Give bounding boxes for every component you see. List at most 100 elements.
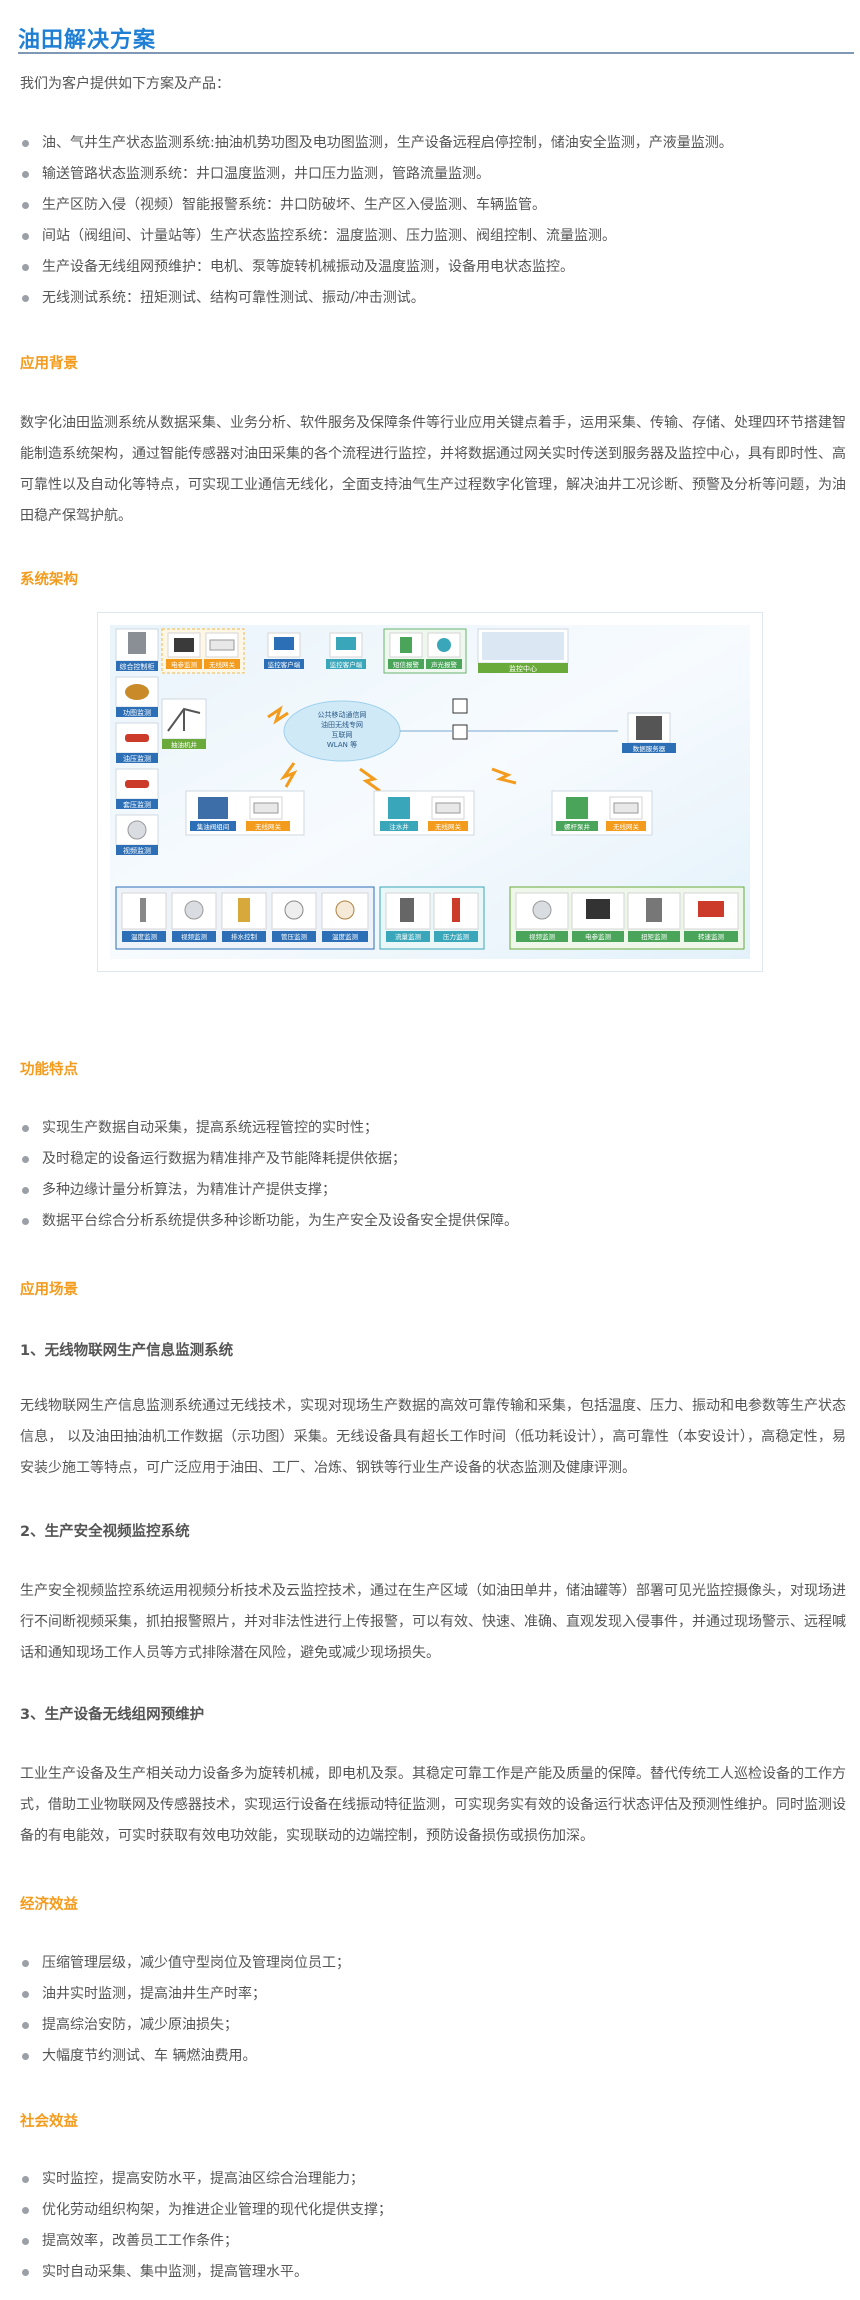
server-icon <box>636 716 662 740</box>
list-item: 生产设备无线组网预维护：电机、泵等旋转机械振动及温度监测，设备用电状态监控。 <box>20 252 733 283</box>
wireless-bolt-icon <box>279 762 298 788</box>
social-list: 实时监控，提高安防水平，提高油区综合治理能力； 优化劳动组织构架，为推进企业管理… <box>20 2164 392 2288</box>
power-meter-icon <box>174 638 194 652</box>
list-item: 提高综治安防，减少原油损失； <box>20 2010 350 2041</box>
scenario-paragraph: 无线物联网生产信息监测系统通过无线技术，实现对现场生产数据的高效可靠传输和采集，… <box>20 1398 846 1476</box>
list-item: 大幅度节约测试、车 辆燃油费用。 <box>20 2041 350 2072</box>
network-switches <box>400 698 618 740</box>
section-heading-features: 功能特点 <box>20 1062 78 1078</box>
bottom-label: 扭矩监测 <box>641 932 668 941</box>
camera-icon <box>532 900 552 920</box>
wireless-bolt-icon <box>267 705 289 725</box>
bottom-label: 流量监测 <box>395 932 422 941</box>
bottom-group-1: 温度监测 视频监测 排水控制 管压监测 温度监测 <box>115 886 375 950</box>
mid-label: 无线网关 <box>255 822 282 831</box>
left-devices: 综合控制柜 功图监测 油压监测 套压监测 视频监测 <box>115 628 159 855</box>
top-label: 电参监测 <box>171 660 198 669</box>
mid-label: 无线网关 <box>435 822 462 831</box>
section-heading-economic: 经济效益 <box>20 1897 78 1913</box>
architecture-diagram: 综合控制柜 功图监测 油压监测 套压监测 视频监测 <box>97 612 763 972</box>
page-title: 油田解决方案 <box>18 28 157 53</box>
pressure-sensor-icon <box>452 898 460 922</box>
list-item: 压缩管理层级，减少值守型岗位及管理岗位员工； <box>20 1948 350 1979</box>
gateway-icon <box>613 802 639 814</box>
pump-jack: 抽油机井 <box>161 698 289 749</box>
bottom-label: 管压监测 <box>281 932 308 941</box>
data-server: 数据服务器 <box>622 712 676 753</box>
top-label: 声光报警 <box>431 660 458 669</box>
gateway-icon <box>253 802 279 814</box>
top-label: 监控客户端 <box>268 660 301 669</box>
economic-list: 压缩管理层级，减少值守型岗位及管理岗位员工； 油井实时监测，提高油井生产时率； … <box>20 1948 350 2072</box>
section-heading-background: 应用背景 <box>20 356 78 372</box>
pump-label: 抽油机井 <box>171 740 198 749</box>
sms-alarm-icon <box>400 637 412 653</box>
scenario-title: 3、生产设备无线组网预维护 <box>20 1707 205 1723</box>
scenario-paragraph: 生产安全视频监控系统运用视频分析技术及云监控技术，通过在生产区域（如油田单井，储… <box>20 1583 846 1661</box>
dashboard-icon <box>482 632 564 660</box>
bottom-label: 视频监测 <box>529 932 556 941</box>
gateway-icon <box>435 802 461 814</box>
wireless-bolt-icon <box>491 767 517 785</box>
list-item: 提高效率，改善员工工作条件； <box>20 2226 392 2257</box>
intro-text: 我们为客户提供如下方案及产品： <box>20 76 230 92</box>
scenario-paragraph: 工业生产设备及生产相关动力设备多为旋转机械，即电机及泵。其稳定可靠工作是产能及质… <box>20 1766 846 1844</box>
features-list: 实现生产数据自动采集，提高系统远程管控的实时性； 及时稳定的设备运行数据为精准排… <box>20 1113 518 1237</box>
cloud-label: 公共移动通信网 <box>318 710 367 719</box>
screw-pump-icon <box>566 797 588 819</box>
temperature-probe-icon <box>335 900 355 920</box>
pump-jack-icon <box>167 707 201 732</box>
monitor-center-label: 监控中心 <box>509 664 537 673</box>
pressure-sensor-icon <box>125 780 149 788</box>
bottom-group-3: 视频监测 电参监测 扭矩监测 转速监测 <box>509 886 745 950</box>
list-item: 多种边缘计量分析算法，为精准计产提供支撑； <box>20 1175 518 1206</box>
pressure-sensor-icon <box>125 734 149 742</box>
list-item: 优化劳动组织构架，为推进企业管理的现代化提供支撑； <box>20 2195 392 2226</box>
bottom-label: 电参监测 <box>585 932 612 941</box>
list-item: 实时自动采集、集中监测，提高管理水平。 <box>20 2257 392 2288</box>
bottom-label: 温度监测 <box>332 932 359 941</box>
dynamometer-icon <box>125 684 149 700</box>
control-cabinet-icon <box>128 632 146 654</box>
monitor-icon <box>274 637 294 650</box>
monitor-icon <box>336 637 356 650</box>
list-item: 油井实时监测，提高油井生产时率； <box>20 1979 350 2010</box>
pressure-gauge-icon <box>284 900 304 920</box>
network-cloud: 公共移动通信网 油田无线专网 互联网 WLAN 等 <box>283 700 401 762</box>
injection-well-icon <box>388 797 410 819</box>
list-item: 数据平台综合分析系统提供多种诊断功能，为生产安全及设备安全提供保障。 <box>20 1206 518 1237</box>
scenario-title: 2、生产安全视频监控系统 <box>20 1524 190 1540</box>
list-item: 生产区防入侵（视频）智能报警系统：井口防破坏、生产区入侵监测、车辆监管。 <box>20 190 733 221</box>
background-paragraph: 数字化油田监测系统从数据采集、业务分析、软件服务及保障条件等行业应用关键点着手，… <box>20 415 846 524</box>
left-label: 视频监测 <box>123 846 151 855</box>
top-group-clients: 监控客户端 监控客户端 <box>264 632 366 669</box>
list-item: 间站（阀组间、计量站等）生产状态监控系统：温度监测、压力监测、阀组控制、流量监测… <box>20 221 733 252</box>
siren-icon <box>437 638 451 652</box>
power-meter-icon <box>586 899 610 919</box>
top-group-gateway: 电参监测 无线网关 <box>161 628 245 674</box>
bottom-label: 排水控制 <box>231 932 258 941</box>
mid-group-1: 集油阀组间 无线网关 <box>185 790 305 836</box>
tank-icon <box>198 797 228 819</box>
left-label: 套压监测 <box>123 800 151 809</box>
cloud-label: 油田无线专网 <box>321 720 363 729</box>
temperature-sensor-icon <box>140 898 146 922</box>
top-label: 监控客户端 <box>330 660 363 669</box>
bottom-label: 转速监测 <box>698 932 725 941</box>
title-divider <box>18 52 854 54</box>
switch-icon <box>452 698 468 714</box>
scenario-title: 1、无线物联网生产信息监测系统 <box>20 1343 234 1359</box>
left-label: 综合控制柜 <box>120 662 155 671</box>
valve-icon <box>238 898 250 922</box>
bottom-label: 视频监测 <box>181 932 208 941</box>
monitor-center: 监控中心 <box>477 628 569 673</box>
top-label: 无线网关 <box>209 660 236 669</box>
camera-icon <box>184 900 204 920</box>
bottom-label: 压力监测 <box>443 932 470 941</box>
mid-group-3: 螺杆泵井 无线网关 <box>551 790 653 836</box>
mid-group-2: 注水井 无线网关 <box>373 790 475 836</box>
wireless-bolt-icon <box>359 767 381 793</box>
camera-icon <box>127 820 147 840</box>
server-label: 数据服务器 <box>633 744 666 753</box>
bottom-label: 温度监测 <box>131 932 158 941</box>
